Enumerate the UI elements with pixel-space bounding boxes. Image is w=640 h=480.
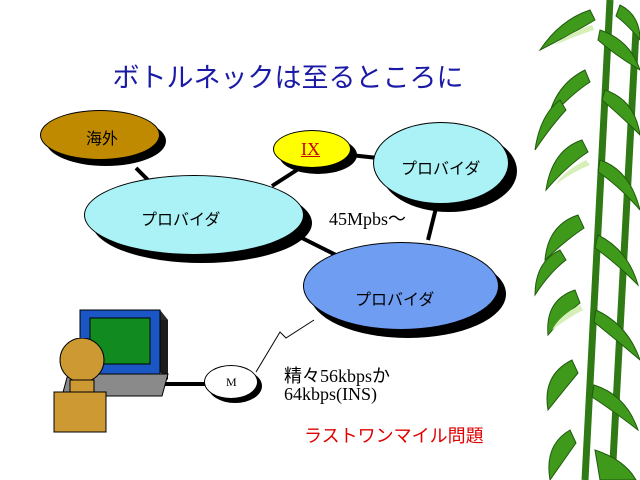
- user-body: [53, 391, 107, 433]
- link-provider-left-ix: [270, 166, 302, 188]
- overseas-node: [40, 110, 160, 160]
- access-speed-line2: 64kbps(INS): [284, 384, 377, 404]
- provider-top-right-label: プロバイダ: [401, 159, 481, 178]
- ix-node: [273, 130, 351, 168]
- provider-bottom-label: プロバイダ: [355, 290, 435, 309]
- backbone-speed-label: 45Mpbs〜: [329, 209, 407, 229]
- user-head: [59, 338, 105, 383]
- modem-node: [204, 365, 258, 399]
- ix-label: IX: [301, 139, 320, 159]
- modem-label: M: [226, 375, 237, 389]
- provider-bottom-node: [303, 242, 499, 330]
- access-speed-line1: 精々56kbpsか: [284, 366, 391, 386]
- monitor-side: [160, 310, 168, 380]
- user-neck: [69, 379, 95, 393]
- link-provider-left-provider-bottom: [301, 236, 337, 257]
- provider-top-right-node: [373, 122, 509, 204]
- overseas-label: 海外: [86, 129, 119, 148]
- slide-title: ボトルネックは至るところに: [112, 63, 464, 94]
- link-modem-provider-bottom: [255, 319, 315, 373]
- user-icon: [53, 338, 107, 433]
- link-provider-top-right-provider-bottom: [426, 207, 438, 241]
- last-mile-problem-label: ラストワンマイル問題: [304, 426, 484, 447]
- provider-left-label: プロバイダ: [141, 210, 221, 229]
- bamboo-leaf-highlights: [552, 25, 594, 330]
- provider-left-node: [84, 175, 304, 255]
- bamboo-leaves: [534, 4, 640, 480]
